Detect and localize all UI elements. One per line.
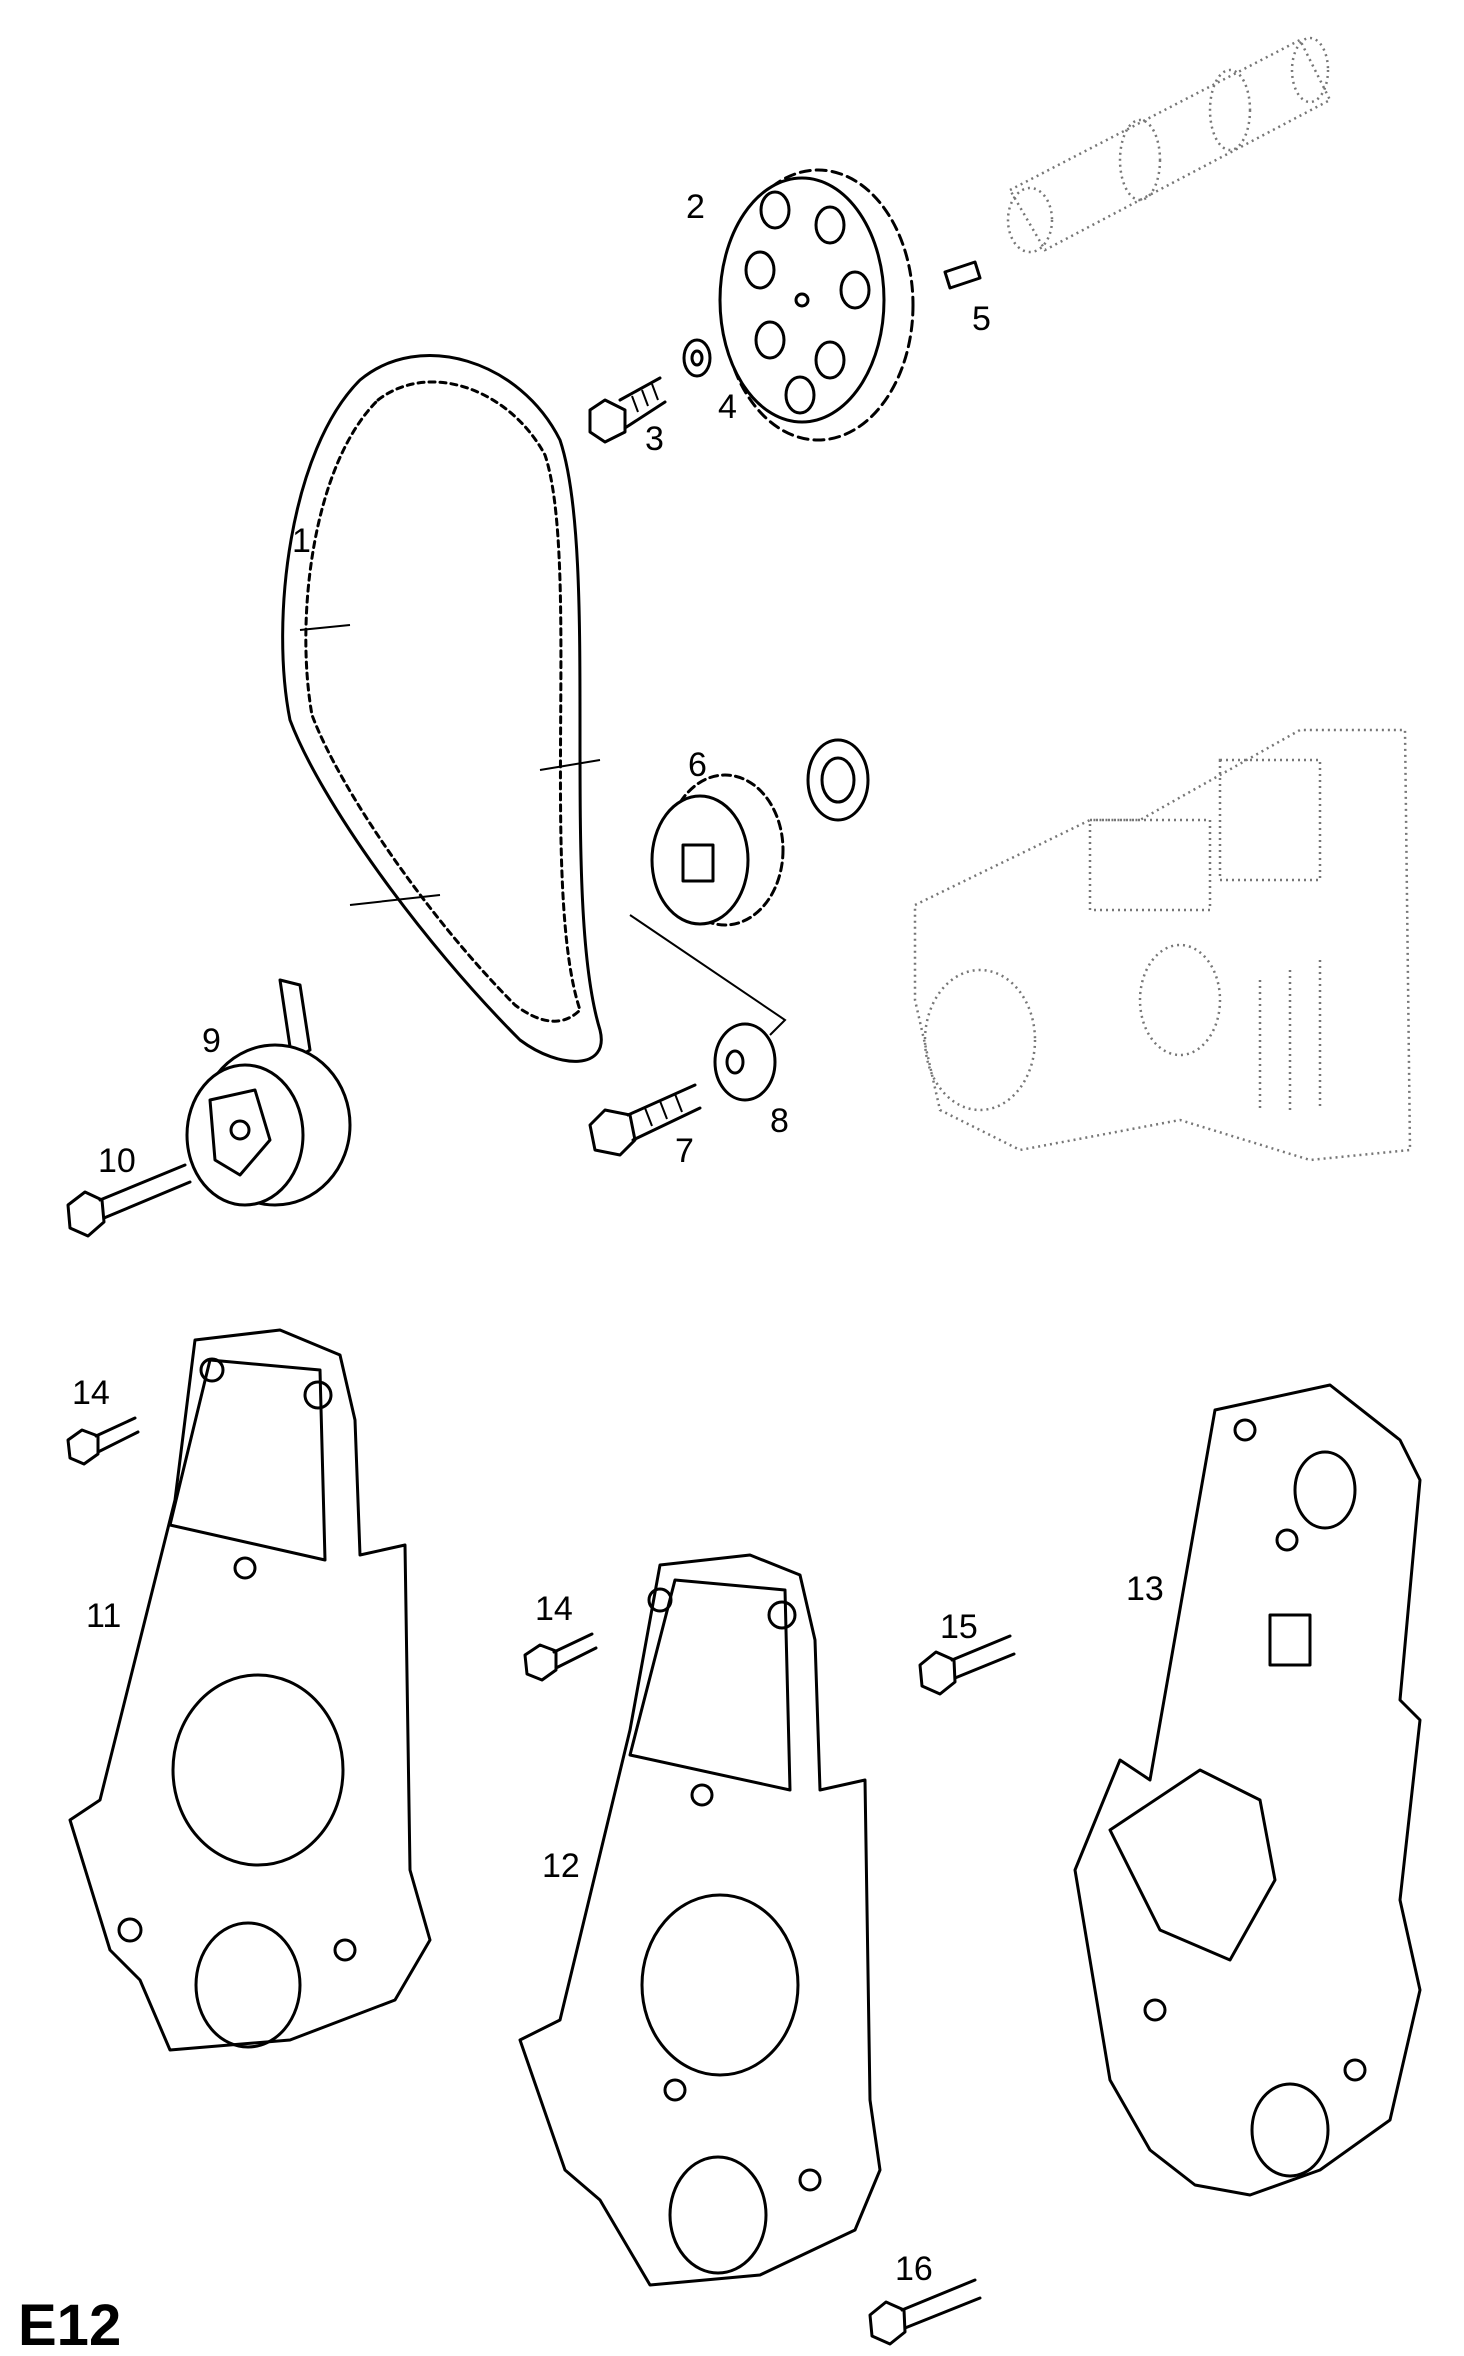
cover-bolt-16 bbox=[868, 2278, 982, 2346]
callout-13: 13 bbox=[1126, 1570, 1164, 1608]
callout-3: 3 bbox=[645, 420, 664, 458]
timing-cover-lower bbox=[518, 1553, 882, 2287]
camshaft-sprocket bbox=[718, 168, 915, 442]
callout-9: 9 bbox=[202, 1022, 221, 1060]
callout-1: 1 bbox=[292, 522, 311, 560]
oil-seal-ring bbox=[806, 738, 870, 822]
washer bbox=[682, 338, 712, 378]
callout-14b: 14 bbox=[535, 1590, 573, 1628]
timing-cover-upper bbox=[68, 1328, 432, 2052]
crankshaft-bolt bbox=[588, 1083, 702, 1157]
timing-cover-rear bbox=[1073, 1383, 1422, 2197]
callout-14a: 14 bbox=[72, 1374, 110, 1412]
callout-10: 10 bbox=[98, 1142, 136, 1180]
spacer bbox=[713, 1022, 777, 1102]
callout-11: 11 bbox=[86, 1597, 121, 1635]
timing-belt bbox=[281, 354, 603, 1063]
cover-bolt-15 bbox=[918, 1634, 1016, 1696]
callout-8: 8 bbox=[770, 1102, 789, 1140]
callout-6: 6 bbox=[688, 746, 707, 784]
callout-16: 16 bbox=[895, 2250, 933, 2288]
dowel-pin bbox=[943, 260, 982, 290]
callout-15: 15 bbox=[940, 1608, 978, 1646]
callout-5: 5 bbox=[972, 300, 991, 338]
sprocket-bolt bbox=[588, 376, 667, 444]
callout-7: 7 bbox=[675, 1132, 694, 1170]
engine-block-reference bbox=[913, 728, 1412, 1162]
cover-bolt-14a bbox=[66, 1416, 140, 1466]
cover-bolt-14b bbox=[523, 1632, 598, 1682]
belt-tensioner bbox=[185, 978, 352, 1207]
callout-12: 12 bbox=[542, 1847, 580, 1885]
callout-2: 2 bbox=[686, 188, 705, 226]
diagram-code: E12 bbox=[18, 2293, 121, 2356]
crankshaft-sprocket bbox=[650, 773, 785, 927]
callout-4: 4 bbox=[718, 388, 737, 426]
leader-line bbox=[629, 914, 787, 1036]
camshaft-reference bbox=[1006, 36, 1332, 254]
tensioner-bolt bbox=[66, 1163, 192, 1238]
